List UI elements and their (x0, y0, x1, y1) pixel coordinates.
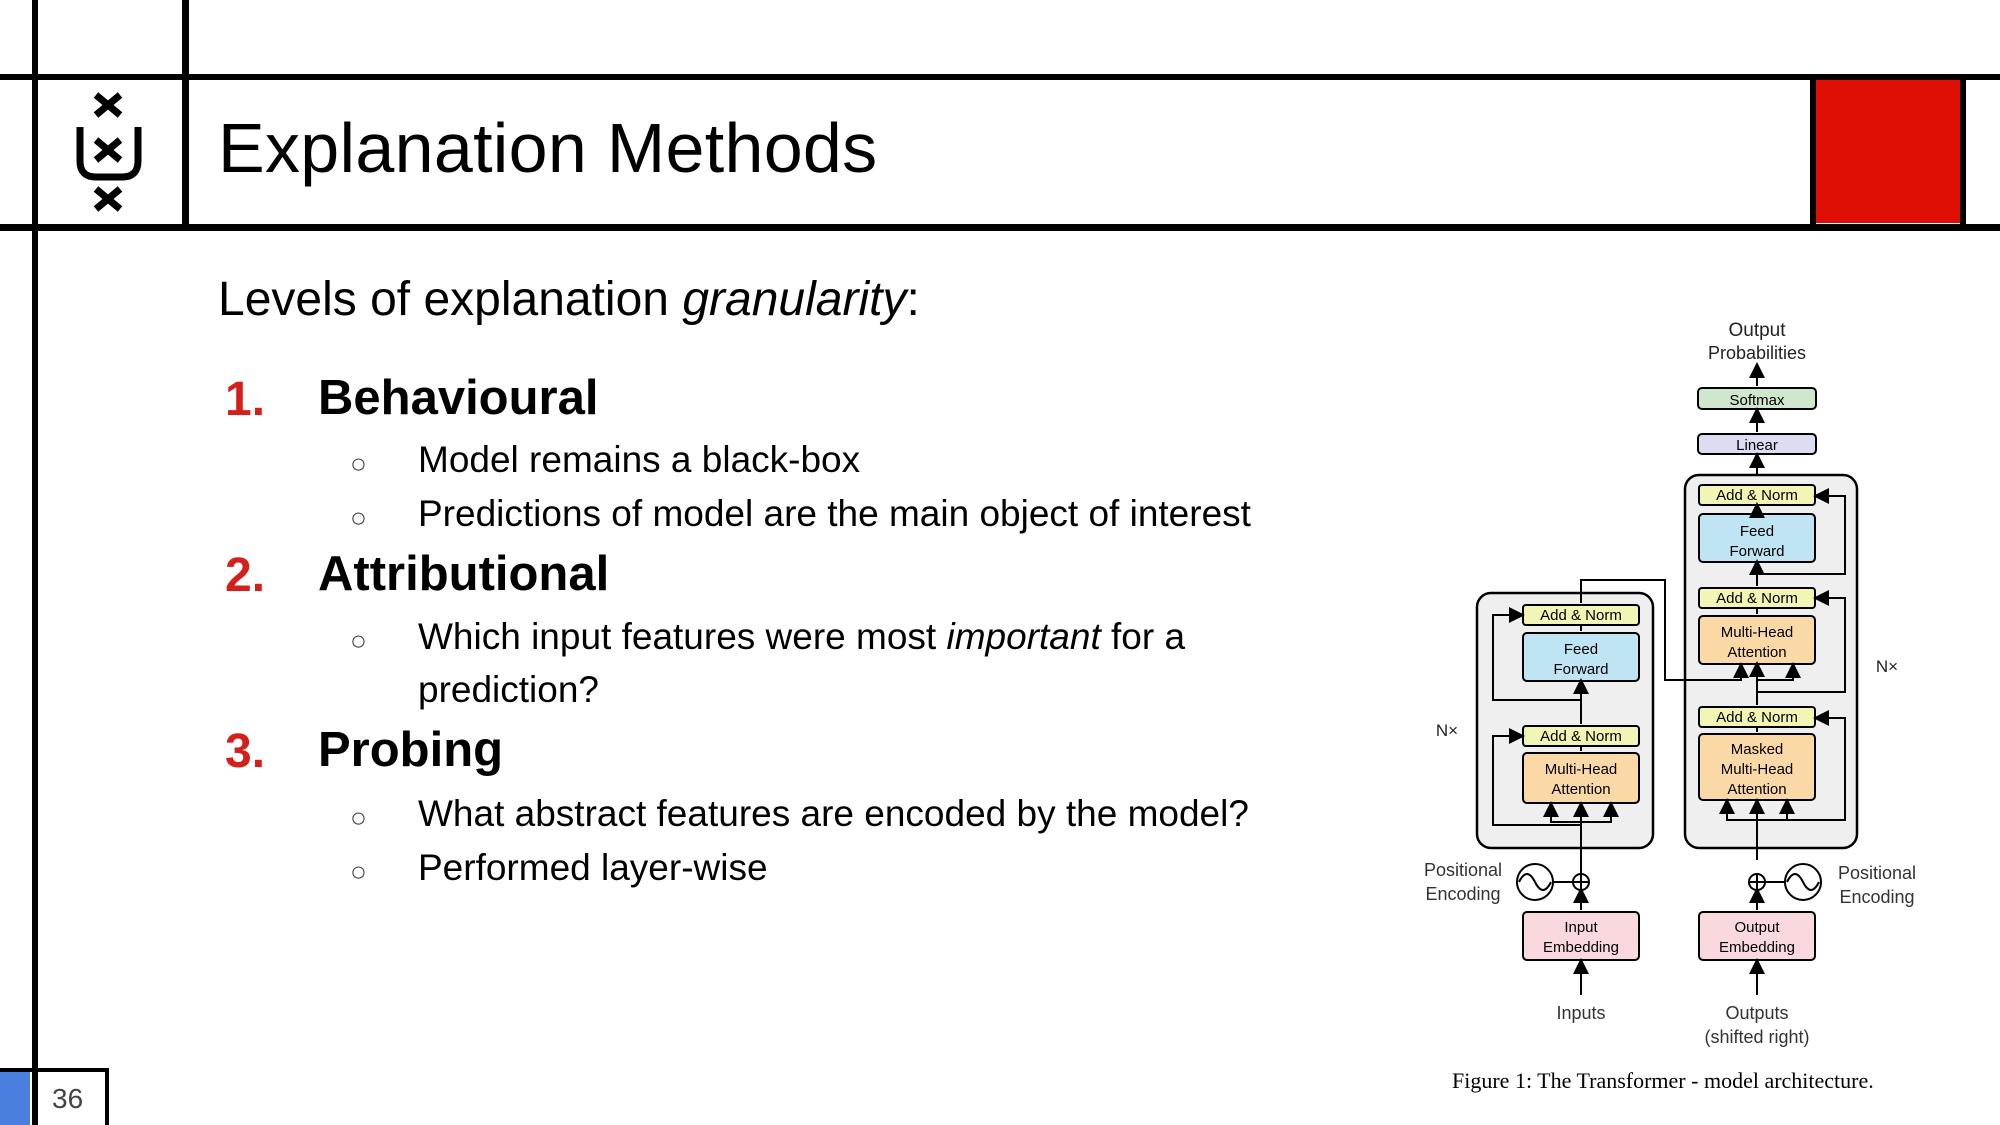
multi-head-label: Attention (1727, 644, 1786, 661)
level-title-probing: Probing (318, 723, 504, 777)
intro-emphasis: granularity (682, 273, 907, 326)
encoder-positional-encoding-label: Positional (1424, 860, 1502, 880)
frame-line-right-2 (1960, 74, 1966, 231)
header-red-accent (1816, 80, 1960, 223)
transformer-architecture-figure: Output Probabilities Softmax Linear Add … (1415, 300, 1945, 1100)
university-logo (38, 78, 183, 226)
slide-title: Explanation Methods (218, 109, 878, 187)
level-2-item-1-continued: prediction? (418, 669, 600, 710)
output-probabilities-label: Probabilities (1708, 343, 1806, 363)
multi-head-label: Multi-Head (1721, 624, 1794, 641)
input-embedding-label: Input (1564, 919, 1598, 936)
output-embedding-label: Embedding (1719, 939, 1795, 956)
add-norm-label: Add & Norm (1716, 709, 1798, 726)
decoder-positional-encoding-label: Positional (1838, 863, 1916, 883)
masked-attention-label: Attention (1727, 781, 1786, 798)
encoder-stack (1475, 591, 1655, 850)
footer-blue-accent (0, 1072, 30, 1125)
level-2-item-1: Which input features were most important… (418, 611, 1185, 663)
level-number-1: 1. (225, 373, 266, 426)
feed-forward-label: Forward (1729, 543, 1784, 560)
add-norm-label: Add & Norm (1540, 728, 1622, 745)
intro-suffix: : (906, 273, 920, 326)
feed-forward-label: Feed (1564, 641, 1598, 658)
inputs-label: Inputs (1556, 1003, 1605, 1023)
frame-line-logo-divider (182, 0, 189, 231)
frame-line-left (32, 0, 38, 1125)
multi-head-label: Multi-Head (1545, 761, 1618, 778)
frame-line-right-1 (1810, 74, 1816, 231)
encoder-positional-encoding-label: Encoding (1425, 884, 1500, 904)
add-norm-label: Add & Norm (1716, 487, 1798, 504)
frame-line-top (0, 74, 2000, 80)
bullet-icon: ○ (350, 625, 367, 656)
add-norm-label: Add & Norm (1716, 590, 1798, 607)
multi-head-label: Attention (1551, 781, 1610, 798)
decoder-positional-encoding-label: Encoding (1839, 887, 1914, 907)
input-embedding-label: Embedding (1543, 939, 1619, 956)
output-embedding-label: Output (1734, 919, 1780, 936)
level-3-item-1: What abstract features are encoded by th… (418, 793, 1249, 834)
sine-wave-icon (1765, 863, 1822, 901)
feed-forward-label: Forward (1553, 661, 1608, 678)
level-2-item-suffix: for a (1100, 616, 1186, 657)
bullet-icon: ○ (350, 856, 367, 887)
intro-line: Levels of explanation granularity: (218, 272, 920, 327)
level-title-attributional: Attributional (318, 547, 610, 601)
level-number-3: 3. (225, 725, 266, 778)
output-probabilities-label: Output (1728, 320, 1786, 341)
feed-forward-label: Feed (1740, 523, 1774, 540)
level-1-item-1: Model remains a black-box (418, 439, 861, 480)
softmax-label: Softmax (1729, 392, 1785, 409)
level-1-item-2: Predictions of model are the main object… (418, 493, 1251, 534)
outputs-label: Outputs (1725, 1003, 1788, 1023)
encoder-nx-label: N× (1436, 721, 1458, 740)
intro-prefix: Levels of explanation (218, 273, 683, 326)
figure-caption: Figure 1: The Transformer - model archit… (1452, 1068, 1874, 1093)
uva-xxx-logo-icon (76, 92, 141, 212)
level-title-behavioural: Behavioural (318, 371, 599, 425)
linear-label: Linear (1736, 437, 1778, 454)
level-2-item-emphasis: important (946, 616, 1101, 657)
frame-line-header-bottom (0, 224, 2000, 231)
level-3-item-2: Performed layer-wise (418, 847, 768, 888)
bullet-icon: ○ (350, 502, 367, 533)
page-number: 36 (52, 1083, 84, 1114)
add-norm-label: Add & Norm (1540, 607, 1622, 624)
page-number-box (0, 1068, 109, 1125)
decoder-nx-label: N× (1876, 657, 1898, 676)
sine-wave-icon (1516, 863, 1573, 901)
transformer-diagram: Output Probabilities Softmax Linear Add … (1424, 320, 1916, 1047)
outputs-label: (shifted right) (1704, 1027, 1809, 1047)
masked-attention-label: Multi-Head (1721, 761, 1794, 778)
level-2-item-prefix: Which input features were most (418, 616, 947, 657)
bullet-icon: ○ (350, 448, 367, 479)
level-number-2: 2. (225, 549, 266, 602)
bullet-icon: ○ (350, 802, 367, 833)
masked-attention-label: Masked (1731, 741, 1784, 758)
